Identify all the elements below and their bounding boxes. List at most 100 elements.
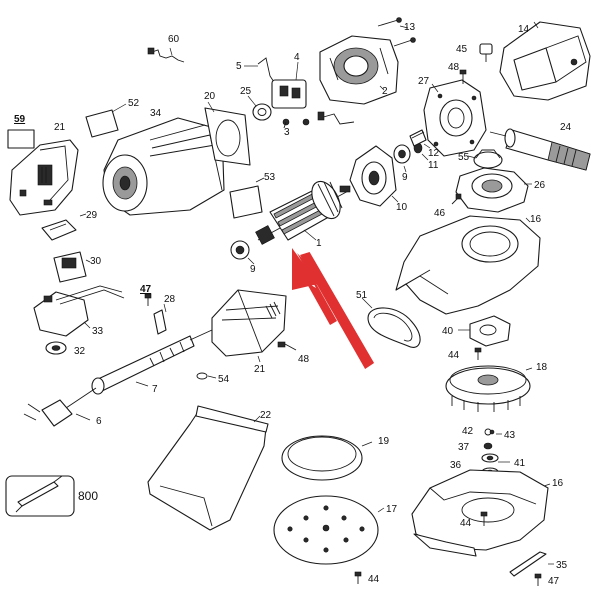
part-37-nut (483, 442, 493, 450)
label-13: 13 (404, 22, 416, 33)
part-53-label (229, 177, 265, 219)
part-48-screw-mid (277, 341, 297, 351)
part-33-switch-housing (33, 285, 125, 337)
label-53: 53 (264, 172, 276, 183)
label-42: 42 (462, 426, 474, 437)
part-17-sanding-pad (273, 495, 385, 565)
label-14: 14 (518, 24, 530, 35)
label-22: 22 (260, 410, 272, 421)
label-19: 19 (378, 436, 390, 447)
label-40: 40 (442, 326, 454, 337)
part-40-bracket (458, 315, 511, 347)
part-16-shroud-lower (411, 469, 551, 557)
part-25-bearing (247, 95, 272, 121)
label-2: 2 (382, 86, 388, 97)
part-9-bearing-right (393, 144, 411, 173)
label-9-right: 9 (402, 172, 408, 183)
label-44-b: 44 (460, 518, 472, 529)
part-2-stator (319, 35, 399, 105)
part-18-fan (445, 365, 533, 412)
part-21-housing-left (9, 139, 79, 216)
label-28: 28 (164, 294, 176, 305)
label-32: 32 (74, 346, 86, 357)
part-5-spring (244, 57, 278, 83)
part-55-gear (467, 149, 503, 169)
part-52-label (85, 103, 127, 138)
part-43-screw (489, 429, 502, 435)
highlight-arrow (292, 248, 375, 369)
label-33: 33 (92, 326, 104, 337)
part-48-screw-top (459, 69, 467, 84)
label-44-a: 44 (448, 350, 460, 361)
part-32-disc (45, 341, 67, 355)
part-46-screw (451, 193, 462, 205)
part-12-pinion (409, 129, 431, 149)
part-labels: 60 59 21 52 34 20 25 5 4 3 13 2 14 45 48… (14, 22, 572, 587)
part-10-bearing-plate (349, 145, 399, 207)
part-47-screw-b (534, 573, 542, 586)
part-44-screw-b (480, 511, 488, 526)
label-12: 12 (428, 148, 440, 159)
label-800: 800 (78, 489, 98, 503)
part-7-cord-protector (91, 329, 213, 395)
label-29: 29 (86, 210, 98, 221)
part-59-label (7, 129, 35, 149)
label-5: 5 (236, 61, 242, 72)
part-6-plug (23, 387, 97, 427)
label-16-top: 16 (530, 214, 542, 225)
label-6: 6 (96, 416, 102, 427)
label-27: 27 (418, 76, 430, 87)
label-17: 17 (386, 504, 398, 515)
part-4-brush-holder (271, 61, 307, 109)
label-25: 25 (240, 86, 252, 97)
part-14-gear-cover (499, 21, 591, 101)
label-59: 59 (14, 114, 26, 125)
label-11: 11 (428, 160, 439, 171)
label-7: 7 (152, 384, 158, 395)
label-26: 26 (534, 180, 546, 191)
label-54: 54 (218, 374, 230, 385)
label-47-bottom: 47 (548, 576, 560, 587)
part-27-gear-case (423, 79, 487, 157)
part-34-field-housing (102, 117, 225, 216)
part-3-screw (282, 118, 310, 129)
label-55: 55 (458, 152, 470, 163)
label-48-top: 48 (448, 62, 460, 73)
label-4: 4 (294, 52, 300, 63)
part-9-bearing-left (230, 240, 255, 265)
part-35-strip (509, 551, 554, 577)
label-51: 51 (356, 290, 368, 301)
label-34: 34 (150, 108, 162, 119)
part-45-screw (479, 43, 493, 62)
part-800-kit (5, 475, 75, 517)
label-36: 36 (450, 460, 462, 471)
part-1-armature (255, 180, 351, 245)
label-21-left: 21 (54, 122, 66, 133)
label-20: 20 (204, 91, 216, 102)
part-19-ring (281, 435, 373, 481)
part-26-spindle-assembly (455, 167, 532, 213)
part-44-screw-a (474, 347, 482, 360)
part-29-switch-actuator (41, 213, 87, 241)
label-48-mid: 48 (298, 354, 310, 365)
part-22-dust-bag (147, 405, 269, 531)
part-20-baffle (204, 101, 251, 166)
part-brush-right (317, 111, 355, 125)
label-45: 45 (456, 44, 468, 55)
part-30-switch (53, 251, 91, 283)
label-16-bottom: 16 (552, 478, 564, 489)
part-21-housing-right (211, 289, 287, 363)
part-60-wire-clip (147, 47, 185, 63)
label-37: 37 (458, 442, 470, 453)
label-35: 35 (556, 560, 568, 571)
part-16-shroud-upper (395, 215, 541, 315)
part-54-ring (196, 372, 217, 380)
label-41: 41 (514, 458, 526, 469)
part-51-seal (361, 297, 421, 348)
label-44-c: 44 (368, 574, 380, 585)
label-47-left: 47 (140, 284, 152, 295)
part-24-side-handle (489, 128, 591, 171)
label-52: 52 (128, 98, 140, 109)
label-46: 46 (434, 208, 446, 219)
